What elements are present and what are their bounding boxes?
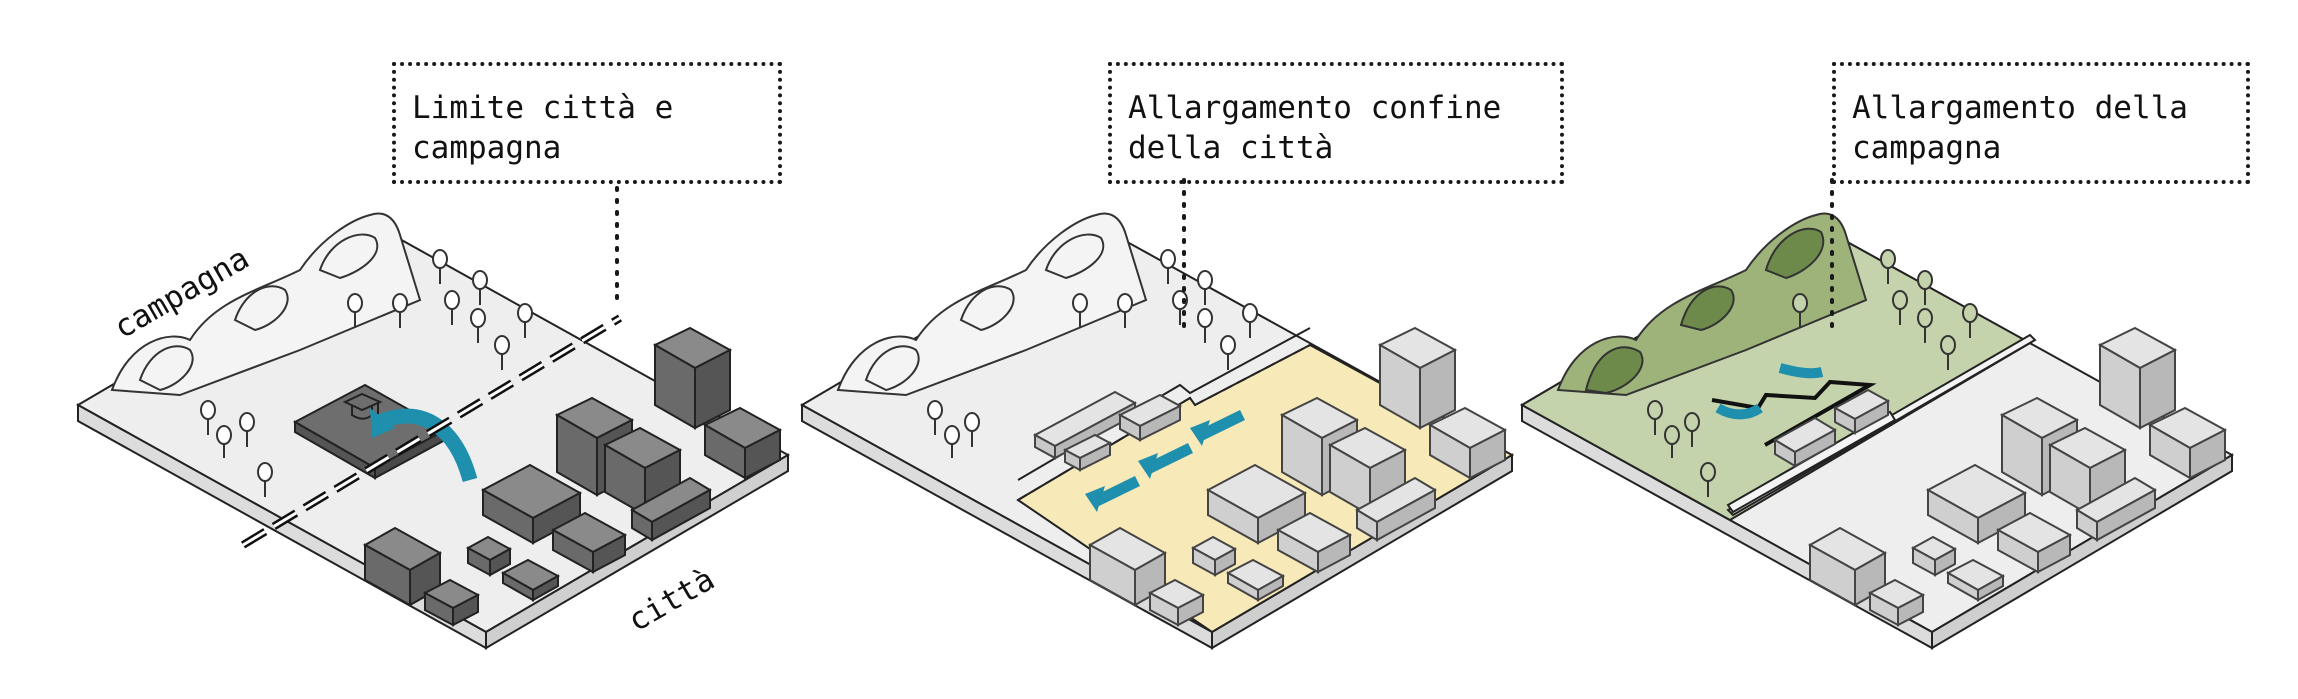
panel-1-trees — [200, 249, 533, 497]
panel-1-teal-arrow-head — [370, 408, 395, 438]
callout-city-line1: Allargamento confine — [1128, 90, 1502, 126]
panel-2-teal-arrows — [1085, 410, 1245, 512]
callout-limit-line2: campagna — [412, 130, 562, 166]
panel-3-buildings — [1772, 326, 2228, 627]
panel-3-hills — [1556, 212, 1868, 397]
callout-country-line1: Allargamento della — [1852, 90, 2188, 126]
panel-2-trees — [927, 249, 1258, 458]
panel-3-trees — [1647, 249, 1978, 497]
panel-1-limit — [75, 186, 791, 650]
panel-2-buildings — [1032, 326, 1508, 627]
panel-1-boundary-line-white — [242, 316, 621, 547]
panel-2-city-expansion — [799, 178, 1515, 650]
panel-2-hills — [836, 212, 1148, 397]
callout-limit-line1: Limite città e — [412, 90, 674, 126]
callout-city-line2: della città — [1128, 130, 1334, 166]
panel-1-hills — [110, 212, 422, 397]
panel-3-countryside-expansion — [1519, 178, 2235, 650]
panel-3-teal-arrows — [1715, 363, 1824, 420]
callout-countryside-expansion: Allargamento della campagna — [1832, 62, 2250, 184]
callout-limit: Limite città e campagna — [392, 62, 782, 184]
callout-city-expansion: Allargamento confine della città — [1108, 62, 1564, 184]
callout-country-line2: campagna — [1852, 130, 2002, 166]
panel-1-teal-arrow — [377, 408, 478, 483]
